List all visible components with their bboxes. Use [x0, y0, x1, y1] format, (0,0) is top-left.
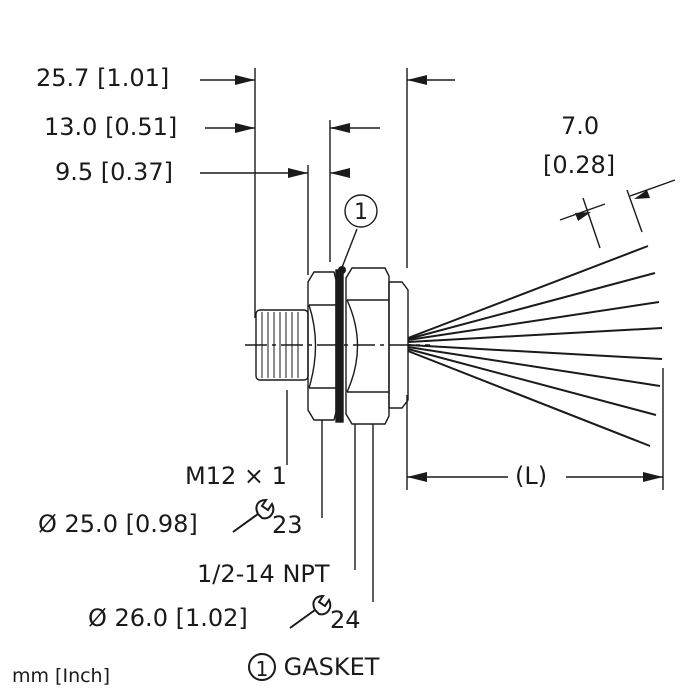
thread-label: M12 × 1 — [185, 462, 287, 490]
npt-body — [388, 281, 409, 409]
dimension-wire-offset-inch: [0.28] — [543, 151, 616, 179]
balloon-number: 1 — [354, 200, 368, 225]
wrench-icon — [232, 498, 275, 533]
wire-bundle — [407, 245, 663, 447]
dimension-mid-length: 13.0 [0.51] — [44, 113, 178, 141]
dimension-overall-length: 25.7 [1.01] — [36, 64, 170, 92]
gasket-legend: 1 GASKET — [248, 652, 379, 681]
wrench-icon — [289, 594, 332, 629]
balloon-circle — [344, 194, 378, 228]
hex1-diameter-label: Ø 25.0 [0.98] — [38, 510, 198, 538]
dimension-short-length: 9.5 [0.37] — [55, 158, 173, 186]
hex1-wrench-size: 23 — [272, 511, 303, 539]
dimension-wire-offset-value: 7.0 — [561, 112, 600, 140]
hex-nut-2 — [345, 267, 390, 425]
hex2-diameter-label: Ø 26.0 [1.02] — [88, 604, 248, 632]
hex-nut-1 — [307, 271, 337, 421]
gasket-legend-label: GASKET — [283, 653, 380, 681]
units-note: mm [Inch] — [12, 665, 111, 687]
dimension-cable-length: (L) — [515, 462, 548, 490]
gasket — [335, 269, 344, 423]
npt-thread-label: 1/2-14 NPT — [197, 560, 330, 588]
hex2-wrench-size: 24 — [330, 606, 361, 634]
gasket-legend-number: 1 — [248, 653, 276, 681]
